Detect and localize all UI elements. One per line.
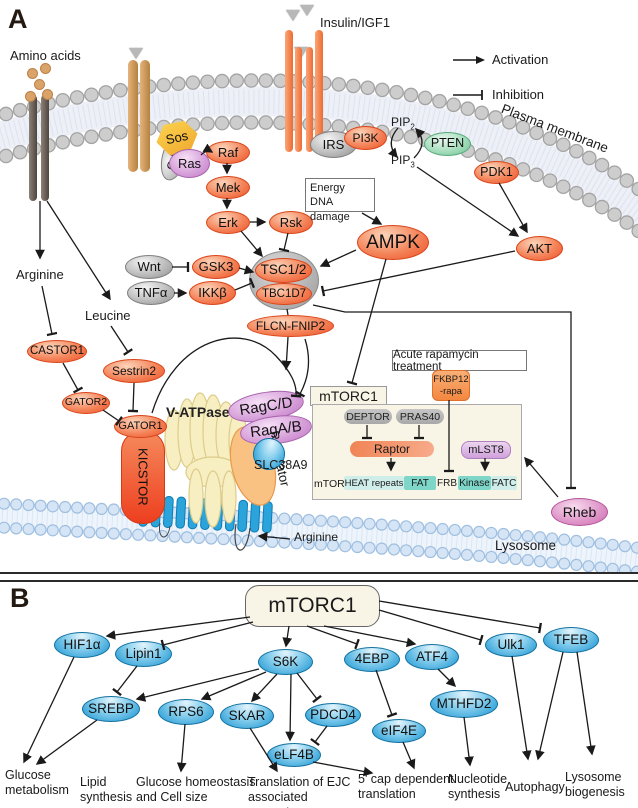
output-nucleotide-synthesis: Nucleotide synthesis <box>448 772 508 802</box>
lysosome-label: Lysosome <box>495 538 557 553</box>
activation-arrow-icon <box>453 55 485 64</box>
output-ejc-translation: Translation of EJC associated transcript… <box>248 775 351 808</box>
node-raptor: Raptor <box>350 441 434 457</box>
node-gator1: GATOR1 <box>114 415 167 438</box>
output-cap-translation: 5' cap dependent translation <box>358 772 454 802</box>
rapamycin-box: Acute rapamycin treatment <box>392 349 527 373</box>
node-atf4: ATF4 <box>405 644 459 670</box>
output-glucose-homeostasis: Glucose homeostasis and Cell size <box>136 775 256 805</box>
amino-acids-label: Amino acids <box>10 48 81 63</box>
node-ampk: AMPK <box>357 225 429 260</box>
node-pras40: PRAS40 <box>396 409 444 424</box>
node-raf: Raf <box>206 141 250 164</box>
growth-factor-receptor <box>140 60 150 172</box>
mtor-label: mTOR <box>314 478 345 490</box>
node-ikkb: IKKβ <box>189 281 236 305</box>
ligand-triangle-icon <box>286 10 300 21</box>
node-wnt: Wnt <box>125 255 173 279</box>
node-akt: AKT <box>516 236 563 261</box>
mtorc1-label-box: mTORC1 <box>310 386 387 406</box>
node-lipin1: Lipin1 <box>115 641 172 667</box>
node-mthfd2: MTHFD2 <box>430 690 498 718</box>
growth-factor-receptor <box>128 60 138 172</box>
amino-acid-dot <box>34 79 45 90</box>
legend: Activation Inhibition <box>452 33 548 121</box>
node-eif4e: eIF4E <box>372 719 426 743</box>
node-tfeb: TFEB <box>543 627 599 653</box>
insulin-receptor <box>315 30 323 152</box>
amino-acid-dot <box>40 63 51 74</box>
ligand-triangle-icon <box>300 5 314 16</box>
node-gator2: GATOR2 <box>62 392 110 414</box>
mtor-domain-fatc: FATC <box>491 476 517 490</box>
v-atpase-label: V-ATPase <box>166 404 230 420</box>
arginine-label: Arginine <box>16 267 64 282</box>
node-elf4b: eLF4B <box>267 743 321 767</box>
node-pi3k: PI3K <box>344 126 387 150</box>
node-fkbp12-rapa: FKBP12-rapa <box>432 370 470 401</box>
insulin-receptor <box>295 47 302 152</box>
node-sestrin2: Sestrin2 <box>103 359 165 383</box>
mtor-domain-kinase: Kinase <box>458 476 491 490</box>
output-lipid-synthesis: Lipid synthesis <box>80 775 133 805</box>
mtor-domain-heat: HEAT repeats <box>344 476 404 490</box>
node-skar: SKAR <box>220 703 274 729</box>
node-s6k: S6K <box>258 649 313 675</box>
node-tnfa: TNFα <box>127 281 175 305</box>
node-tbc1d7: TBC1D7 <box>256 283 312 305</box>
panel-b-label: B <box>10 583 30 613</box>
output-autophagy: Autophagy <box>505 780 565 794</box>
mtorc1-node-b: mTORC1 <box>245 585 380 627</box>
node-pdk1: PDK1 <box>474 161 519 184</box>
amino-acid-dot <box>42 89 53 100</box>
legend-inhibition: Inhibition <box>452 86 548 103</box>
amino-transporter <box>41 95 49 201</box>
node-kicstor: KICSTOR <box>121 430 165 524</box>
amino-transporter <box>29 95 37 201</box>
slc38a9-label: SLC38A9 <box>254 458 308 472</box>
node-ulk1: Ulk1 <box>485 633 537 657</box>
node-srebp: SREBP <box>82 696 140 722</box>
ligand-triangle-icon <box>129 48 143 59</box>
leucine-label: Leucine <box>85 308 131 323</box>
panel-a-label: A <box>8 4 28 34</box>
output-glucose-metabolism: Glucose metabolism <box>5 768 69 798</box>
insulin-receptor <box>306 47 313 152</box>
node-rheb: Rheb <box>551 498 608 526</box>
node-mek: Mek <box>206 176 250 199</box>
node-castor1: CASTOR1 <box>27 340 87 363</box>
output-lysosome-biogenesis: Lysosome biogenesis <box>565 770 625 800</box>
pip2-label: PIP2 <box>391 115 415 132</box>
insulin-receptor <box>285 30 293 152</box>
node-hif1a: HIF1α <box>54 632 110 658</box>
amino-acid-dot <box>27 68 38 79</box>
insulin-label: Insulin/IGF1 <box>320 15 391 30</box>
node-rsk: Rsk <box>269 211 313 234</box>
legend-activation: Activation <box>452 51 548 68</box>
node-tsc1-2: TSC1/2 <box>255 258 312 283</box>
amino-acid-dot <box>25 91 36 102</box>
pip3-label: PIP3 <box>391 153 415 170</box>
mtor-domain-fat: FAT <box>404 476 436 490</box>
arginine-lumen-label: Arginine <box>294 530 339 544</box>
node-4ebp: 4EBP <box>344 647 400 672</box>
node-gsk3: GSK3 <box>192 255 240 279</box>
panel-divider <box>0 572 638 582</box>
node-pdcd4: PDCD4 <box>305 703 361 727</box>
node-rps6: RPS6 <box>158 699 214 725</box>
node-deptor: DEPTOR <box>344 409 392 424</box>
inhibition-bar-icon <box>453 89 483 100</box>
node-ras: Ras <box>169 149 210 178</box>
node-flcn-fnip2: FLCN-FNIP2 <box>247 315 334 337</box>
node-pten: PTEN <box>424 132 471 156</box>
mtor-domain-frb: FRB <box>437 477 457 489</box>
node-erk: Erk <box>206 211 250 234</box>
node-mlst8: mLST8 <box>461 441 511 459</box>
